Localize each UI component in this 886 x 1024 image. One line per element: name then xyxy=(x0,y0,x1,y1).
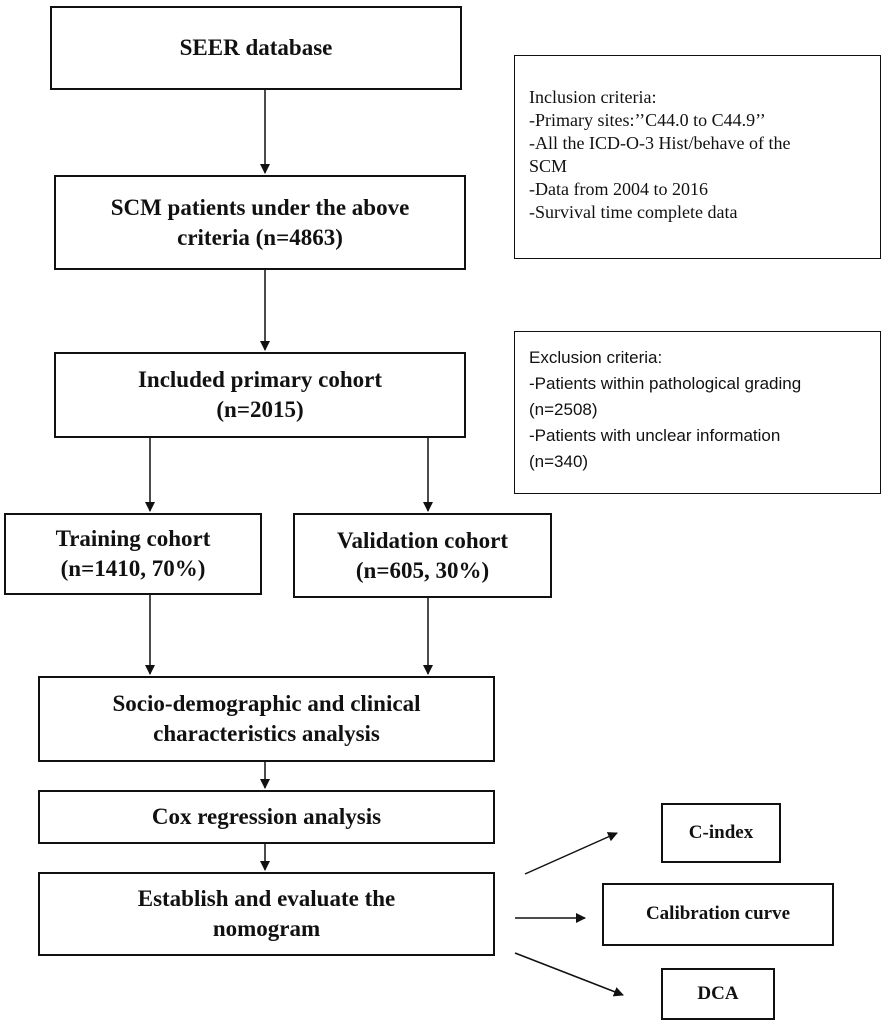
box-text-line: SEER database xyxy=(179,35,333,61)
box-text-line: C-index xyxy=(688,821,754,843)
criteria-line: -Patients within pathological grading xyxy=(529,374,802,393)
box-text-line: SCM patients under the above xyxy=(110,194,410,220)
box-text-line: (n=605, 30%) xyxy=(355,557,490,583)
criteria-line: -Patients with unclear information xyxy=(529,426,781,445)
box-text-line: Cox regression analysis xyxy=(151,804,382,830)
box-text-line: criteria (n=4863) xyxy=(177,224,343,250)
inclusion-criteria-box: Inclusion criteria: -Primary sites:’’C44… xyxy=(514,55,881,259)
criteria-line: SCM xyxy=(529,156,568,176)
c-index-box: C-index xyxy=(661,803,781,863)
primary-cohort-box: Included primary cohort (n=2015) xyxy=(54,352,466,438)
box-text-line: (n=2015) xyxy=(216,397,304,422)
box-text-line: DCA xyxy=(697,982,739,1004)
nomogram-box: Establish and evaluate the nomogram xyxy=(38,872,495,956)
box-text-line: Calibration curve xyxy=(645,903,791,925)
criteria-line: -Primary sites:’’C44.0 to C44.9’’ xyxy=(529,110,766,130)
training-cohort-box: Training cohort (n=1410, 70%) xyxy=(4,513,262,595)
cox-regression-box: Cox regression analysis xyxy=(38,790,495,844)
calibration-curve-box: Calibration curve xyxy=(602,883,834,946)
criteria-line: -All the ICD-O-3 Hist/behave of the xyxy=(529,133,791,153)
criteria-line: Inclusion criteria: xyxy=(529,87,657,107)
dca-box: DCA xyxy=(661,968,775,1020)
criteria-line: -Data from 2004 to 2016 xyxy=(529,179,708,199)
arrow-to-dca xyxy=(514,952,624,997)
arrow-to-cindex xyxy=(524,832,618,875)
criteria-line: -Survival time complete data xyxy=(529,202,738,222)
socio-demographic-box: Socio-demographic and clinical character… xyxy=(38,676,495,762)
box-text-line: characteristics analysis xyxy=(153,721,380,746)
exclusion-criteria-box: Exclusion criteria: -Patients within pat… xyxy=(514,331,881,494)
box-text-line: nomogram xyxy=(212,916,321,941)
scm-patients-box: SCM patients under the above criteria (n… xyxy=(54,175,466,270)
box-text-line: Validation cohort xyxy=(336,527,509,553)
validation-cohort-box: Validation cohort (n=605, 30%) xyxy=(293,513,552,598)
seer-database-box: SEER database xyxy=(50,6,462,90)
criteria-line: (n=2508) xyxy=(529,400,598,419)
box-text-line: Socio-demographic and clinical xyxy=(112,691,421,717)
box-text-line: Establish and evaluate the xyxy=(137,886,396,912)
criteria-line: (n=340) xyxy=(529,452,589,471)
box-text-line: Included primary cohort xyxy=(137,367,383,393)
box-text-line: Training cohort xyxy=(55,526,211,552)
box-text-line: (n=1410, 70%) xyxy=(60,556,206,581)
criteria-line: Exclusion criteria: xyxy=(529,348,663,367)
